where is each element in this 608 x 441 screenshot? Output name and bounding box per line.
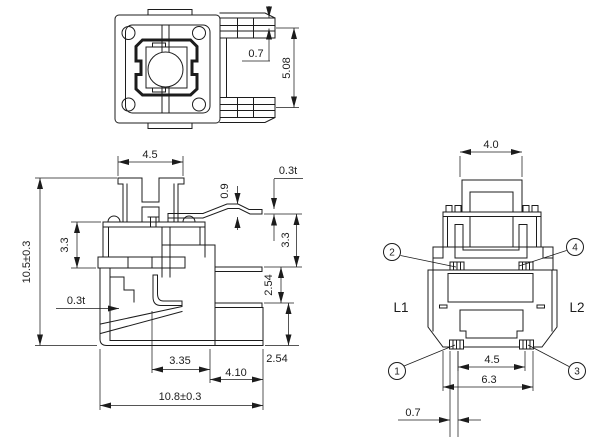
- callout-3-number: 3: [574, 367, 580, 378]
- side-view-dimensions: 4.0 4.5 6.3 0.7 L1 L2 2: [383, 139, 586, 437]
- front-view-dimensions: 4.5 10.5±0.3 3.3 0.3t 0.9 0.3t: [21, 149, 303, 410]
- callout-4: 4: [518, 238, 584, 267]
- top-view-hole: [192, 97, 206, 112]
- dim-lead-bend-rise: 0.9: [219, 183, 231, 198]
- side-view-l1-mark: [439, 304, 448, 309]
- front-view-lead: [202, 203, 263, 219]
- top-view: 0.7 5.08: [114, 6, 299, 129]
- top-view-inner-frame: [134, 38, 199, 97]
- label-l1: L1: [393, 300, 408, 315]
- callout-2: 2: [383, 243, 457, 268]
- dim-terminal-width-side: 0.7: [405, 407, 420, 419]
- front-view-contact-spring: [152, 274, 183, 306]
- top-view-terminals: [219, 12, 276, 123]
- side-view-body: [427, 179, 558, 350]
- dim-contact-offset: 3.35: [169, 355, 190, 367]
- dim-stem-width: 4.5: [142, 149, 157, 161]
- dim-terminal-pitch: 5.08: [281, 57, 293, 78]
- dim-base-height: 2.54: [266, 353, 287, 365]
- top-view-hole: [121, 97, 136, 112]
- dim-lead-height: 3.3: [280, 232, 292, 247]
- dim-upper-body-height: 3.3: [59, 237, 71, 252]
- side-view-l2-mark: [536, 304, 545, 309]
- front-view-body: [97, 177, 264, 346]
- side-view-bottom-terminals: [449, 339, 534, 350]
- dim-total-width: 10.8±0.3: [159, 391, 202, 403]
- callout-3: 3: [527, 344, 586, 380]
- label-l2: L2: [569, 300, 584, 315]
- dim-tab-pitch: 2.54: [263, 274, 275, 295]
- dim-stem-depth: 4.0: [483, 139, 498, 151]
- dim-terminal-span-inner: 4.5: [484, 354, 499, 366]
- top-view-hole: [192, 26, 206, 40]
- callout-4-number: 4: [572, 243, 578, 254]
- top-view-plunger-circle: [147, 51, 184, 88]
- dim-wall-thickness: 0.3t: [67, 295, 85, 307]
- callout-1-number: 1: [394, 367, 400, 378]
- top-view-hole: [121, 26, 136, 40]
- dim-total-height: 10.5±0.3: [21, 241, 33, 284]
- callout-2-number: 2: [389, 248, 395, 259]
- top-view-body: [114, 9, 276, 129]
- dim-tab-offset: 4.10: [225, 367, 246, 379]
- side-view-crimp-terminals: [449, 261, 534, 271]
- top-view-dimensions: 0.7 5.08: [242, 6, 299, 108]
- dim-terminal-span-outer: 6.3: [481, 374, 496, 386]
- callout-1: 1: [388, 344, 456, 380]
- side-view: 4.0 4.5 6.3 0.7 L1 L2 2: [383, 139, 586, 437]
- front-view: 4.5 10.5±0.3 3.3 0.3t 0.9 0.3t: [21, 149, 303, 410]
- dim-terminal-width-top: 0.7: [248, 48, 263, 60]
- dim-lead-thickness: 0.3t: [279, 165, 297, 177]
